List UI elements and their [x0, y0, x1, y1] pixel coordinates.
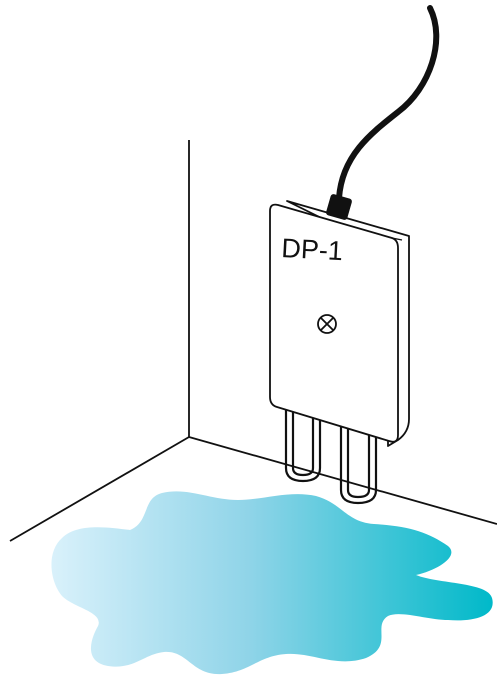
sensor-cable	[339, 8, 436, 198]
probe-left-inner	[293, 410, 313, 475]
device-label: DP-1	[281, 233, 344, 266]
probe-left	[286, 410, 320, 481]
water-puddle	[51, 491, 492, 674]
sensor-device: DP-1	[270, 193, 409, 446]
room-corner	[10, 140, 497, 541]
